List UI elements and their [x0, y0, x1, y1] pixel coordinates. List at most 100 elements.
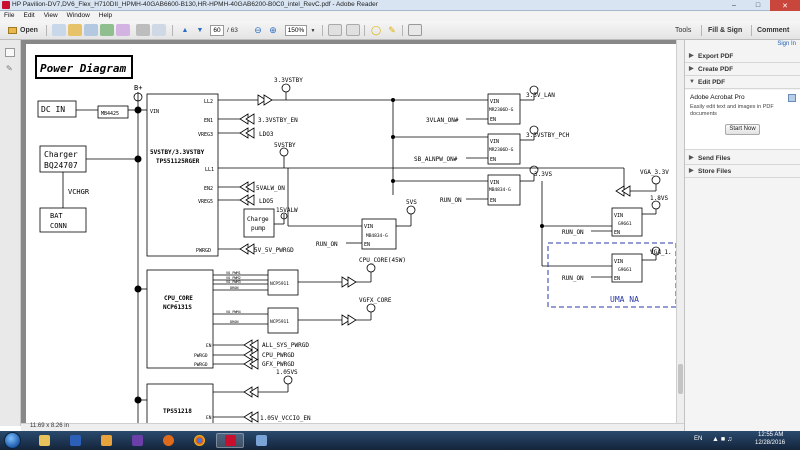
- minimize-icon[interactable]: –: [732, 2, 736, 9]
- zoom-out-icon[interactable]: ⊖: [254, 24, 262, 35]
- pin-label: VIN: [614, 259, 623, 265]
- diagram-title: Power Diagram: [40, 62, 126, 75]
- pin-label: VIN: [490, 139, 499, 145]
- dc-in-label: DC IN: [41, 105, 65, 114]
- pin-label: PWRGD: [194, 362, 208, 368]
- firefox-icon[interactable]: [154, 433, 182, 448]
- pin-label: LL1: [205, 167, 214, 173]
- chevron-right-icon: ▶: [689, 168, 694, 174]
- store-files-section[interactable]: ▶ Store Files: [685, 165, 800, 178]
- ic1-part-label: TPS51125RGER: [156, 158, 200, 165]
- pin-label: VREG5: [198, 199, 213, 205]
- cpu-core-label: CPU_CORE: [164, 295, 193, 302]
- chevron-down-icon[interactable]: ▼: [310, 27, 316, 34]
- pin-label: VIN: [364, 224, 373, 230]
- tools-button[interactable]: Tools: [675, 27, 692, 34]
- pin-label: LL2: [204, 99, 213, 105]
- charge-pump-label-1: Charge: [247, 216, 269, 223]
- net-3.3v-lan-label: 3.3V_LAN: [526, 92, 555, 99]
- fit-page-icon[interactable]: [328, 24, 342, 36]
- toolbar-divider: [751, 25, 752, 36]
- net-1.8vs-label: 1.8VS: [650, 195, 668, 202]
- pen-icon[interactable]: ✎: [6, 64, 13, 73]
- visual-studio-icon[interactable]: [123, 433, 151, 448]
- edit-pdf-section[interactable]: ▼ Edit PDF: [685, 76, 800, 89]
- windows-explorer-icon[interactable]: [30, 433, 58, 448]
- pin-label: EN: [614, 230, 620, 236]
- mr2306d-label: MR2306D-G: [489, 147, 514, 153]
- export-pdf-section[interactable]: ▶ Export PDF: [685, 50, 800, 63]
- comment-button[interactable]: Comment: [757, 27, 790, 34]
- g9661-label: G9661: [618, 267, 632, 273]
- pin-label: VIN: [490, 99, 499, 105]
- sign-icon[interactable]: [116, 24, 130, 36]
- edit-pdf-icon: [788, 94, 796, 102]
- chevron-right-icon: ▶: [689, 155, 694, 161]
- menu-file[interactable]: File: [4, 12, 15, 19]
- pin-label: DRON: [230, 320, 238, 324]
- create-pdf-icon[interactable]: [52, 24, 66, 36]
- pin-label: EN: [614, 276, 620, 282]
- open-button[interactable]: Open: [3, 24, 43, 37]
- horizontal-scrollbar[interactable]: [21, 423, 684, 431]
- chevron-right-icon: ▶: [689, 53, 694, 59]
- print-icon[interactable]: [136, 24, 150, 36]
- create-pdf-section[interactable]: ▶ Create PDF: [685, 63, 800, 76]
- signal-5valw-on: 5VALW_ON: [256, 185, 285, 192]
- zoom-level-input[interactable]: 150%: [285, 25, 307, 36]
- media-player-icon[interactable]: [92, 433, 120, 448]
- adobe-reader-app-icon: [2, 1, 10, 9]
- net-vga-1-label: VGA_1.: [650, 249, 672, 256]
- share-icon[interactable]: [84, 24, 98, 36]
- vertical-scrollbar[interactable]: [676, 40, 684, 423]
- fit-width-icon[interactable]: [346, 24, 360, 36]
- zoom-in-icon[interactable]: ⊕: [269, 24, 277, 35]
- pin-label: EN1: [204, 118, 213, 124]
- toolbar-divider: [46, 25, 47, 36]
- word-icon[interactable]: [61, 433, 89, 448]
- highlight-icon[interactable]: ✎: [388, 24, 396, 35]
- pin-label: EN: [490, 157, 496, 163]
- edit-icon[interactable]: [68, 24, 82, 36]
- menu-help[interactable]: Help: [98, 12, 113, 19]
- pin-label: VIN: [150, 109, 159, 115]
- adobe-reader-icon[interactable]: [216, 433, 244, 448]
- page-number-input[interactable]: 60: [210, 25, 224, 36]
- menu-window[interactable]: Window: [66, 12, 90, 19]
- fill-sign-button[interactable]: Fill & Sign: [708, 27, 743, 34]
- net-3.3vstby-label: 3.3VSTBY: [274, 77, 303, 84]
- toolbar-divider: [322, 25, 323, 36]
- toolbar-divider: [172, 25, 173, 36]
- cloud-icon[interactable]: [100, 24, 114, 36]
- net-vgfx-core-label: VGFX_CORE: [359, 297, 392, 304]
- sign-in-link[interactable]: Sign In: [777, 41, 796, 47]
- expand-icon[interactable]: [408, 24, 422, 36]
- navigation-pane: ✎: [0, 40, 21, 426]
- send-files-section[interactable]: ▶ Send Files: [685, 152, 800, 165]
- toolbar: Open ▲ ▼ 60 / 63 ⊖ ⊕ 150% ▼ ◯ ✎ Tools Fi…: [0, 21, 800, 40]
- document-view[interactable]: Power Diagram DC IN MB4425 B+ Charger BQ…: [21, 40, 676, 423]
- notification-area-icons[interactable]: ▲ ■ ♫: [712, 436, 733, 443]
- paint-icon[interactable]: [247, 433, 275, 448]
- chrome-icon[interactable]: [185, 433, 213, 448]
- close-icon[interactable]: ✕: [770, 0, 800, 11]
- menu-view[interactable]: View: [43, 12, 58, 19]
- next-page-icon[interactable]: ▼: [196, 26, 204, 34]
- scroll-thumb[interactable]: [678, 364, 683, 394]
- conn-label: CONN: [50, 222, 67, 230]
- start-now-button[interactable]: Start Now: [725, 124, 760, 135]
- bq24707-label: BQ24707: [44, 161, 78, 170]
- start-button[interactable]: [4, 432, 21, 449]
- language-indicator[interactable]: EN: [694, 436, 703, 442]
- clock-date[interactable]: 12/28/2016: [755, 440, 786, 446]
- edit-pdf-panel: Adobe Acrobat Pro Easily edit text and i…: [685, 90, 800, 150]
- previous-page-icon[interactable]: ▲: [181, 26, 189, 34]
- email-icon[interactable]: [152, 24, 166, 36]
- page-thumbnail-icon[interactable]: [5, 48, 15, 57]
- signal-sb-alnpw-on: SB_ALNPW_ON#: [414, 156, 458, 163]
- clock-time[interactable]: 12:55 AM: [758, 432, 784, 438]
- menu-edit[interactable]: Edit: [23, 12, 35, 19]
- maximize-icon[interactable]: □: [755, 2, 761, 9]
- comment-icon[interactable]: ◯: [370, 24, 382, 35]
- bat-label: BAT: [50, 212, 63, 220]
